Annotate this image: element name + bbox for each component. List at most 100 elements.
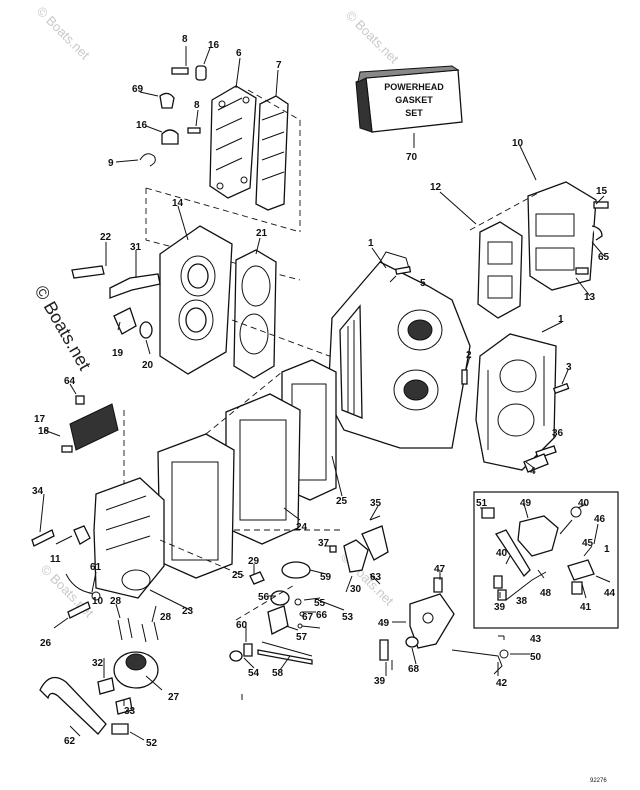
callout-53: 53 xyxy=(342,612,354,623)
center-lower-parts xyxy=(159,515,389,665)
callout-68: 68 xyxy=(408,664,420,675)
callout-10b: 10 xyxy=(92,596,104,607)
cylinder-block xyxy=(327,251,471,449)
callout-10: 10 xyxy=(512,138,524,149)
gasket-box-line2: GASKET xyxy=(395,95,433,105)
callout-18: 18 xyxy=(38,426,50,437)
callout-23: 23 xyxy=(182,606,194,617)
callout-56: 56 xyxy=(258,592,270,603)
callout-41: 41 xyxy=(580,602,592,613)
intake-group xyxy=(469,181,609,319)
callout-19: 19 xyxy=(112,348,124,359)
callout-64: 64 xyxy=(64,376,76,387)
left-small-parts xyxy=(61,395,125,490)
callout-12: 12 xyxy=(430,182,442,193)
callout-1b: 1 xyxy=(558,314,564,325)
callout-47: 47 xyxy=(434,564,446,575)
callout-70: 70 xyxy=(406,152,418,163)
callout-13: 13 xyxy=(584,292,596,303)
callout-40b: 40 xyxy=(496,548,508,559)
callout-42: 42 xyxy=(496,678,508,689)
callout-39b: 39 xyxy=(374,676,386,687)
callout-21: 21 xyxy=(256,228,268,239)
callout-61: 61 xyxy=(90,562,102,573)
callout-9: 9 xyxy=(108,158,114,169)
watermark-top-left: © Boats.net xyxy=(34,4,93,63)
crankcase-right xyxy=(475,333,570,473)
callout-57: 57 xyxy=(296,632,308,643)
callout-58: 58 xyxy=(272,668,284,679)
callout-51: 51 xyxy=(476,498,488,509)
callout-38: 38 xyxy=(516,596,528,607)
callout-46: 46 xyxy=(594,514,606,525)
callout-28b: 28 xyxy=(160,612,172,623)
callout-52: 52 xyxy=(146,738,158,749)
cover-27-group xyxy=(39,617,159,735)
callout-59: 59 xyxy=(320,572,332,583)
callout-16: 16 xyxy=(208,40,220,51)
callout-17: 17 xyxy=(34,414,46,425)
callout-7: 7 xyxy=(276,60,282,71)
callout-3: 3 xyxy=(566,362,572,373)
callout-20: 20 xyxy=(142,360,154,371)
callout-54: 54 xyxy=(248,668,260,679)
callout-40a: 40 xyxy=(578,498,590,509)
callout-2: 2 xyxy=(466,350,472,361)
callout-26: 26 xyxy=(40,638,52,649)
callout-1c: 1 xyxy=(604,544,610,555)
callout-63: 63 xyxy=(370,572,382,583)
gasket-set-box: POWERHEAD GASKET SET xyxy=(355,65,463,148)
callout-49b: 49 xyxy=(378,618,390,629)
inset-box xyxy=(473,491,619,629)
exhaust-plates xyxy=(93,359,340,599)
callout-37: 37 xyxy=(318,538,330,549)
callout-6: 6 xyxy=(236,48,242,59)
callout-22: 22 xyxy=(100,232,112,243)
watermark-left-main: © Boats.net xyxy=(31,282,95,374)
callout-8: 8 xyxy=(182,34,188,45)
lower-left-parts xyxy=(31,525,101,619)
callout-16b: 16 xyxy=(136,120,148,131)
callout-11: 11 xyxy=(50,554,61,565)
callout-25b: 25 xyxy=(232,570,244,581)
callout-55: 55 xyxy=(314,598,326,609)
cylinder-head-group xyxy=(71,225,341,379)
callout-36: 36 xyxy=(552,428,564,439)
callout-30: 30 xyxy=(350,584,362,595)
callout-1a: 1 xyxy=(368,238,374,249)
callout-62: 62 xyxy=(64,736,76,747)
watermark-top-right: © Boats.net xyxy=(343,8,402,67)
callout-35: 35 xyxy=(370,498,382,509)
gasket-box-line1: POWERHEAD xyxy=(384,82,444,92)
callout-29: 29 xyxy=(248,556,260,567)
leader-lines xyxy=(39,46,611,741)
callout-24: 24 xyxy=(296,522,308,533)
gasket-box-line3: SET xyxy=(405,108,423,118)
callout-27: 27 xyxy=(168,692,180,703)
callout-60: 60 xyxy=(236,620,248,631)
callout-4: 4 xyxy=(530,466,536,477)
callout-43: 43 xyxy=(530,634,542,645)
lower-right-parts xyxy=(379,577,509,675)
callout-44: 44 xyxy=(604,588,616,599)
callout-34: 34 xyxy=(32,486,44,497)
callout-65: 65 xyxy=(598,252,610,263)
callout-45: 45 xyxy=(582,538,594,549)
callout-28a: 28 xyxy=(110,596,122,607)
callout-33: 33 xyxy=(124,706,136,717)
callout-69: 69 xyxy=(132,84,144,95)
callout-14: 14 xyxy=(172,198,184,209)
callout-numbers: 8 16 6 7 69 8 16 9 70 10 15 12 14 21 22 … xyxy=(32,34,616,749)
callout-15: 15 xyxy=(596,186,608,197)
callout-39a: 39 xyxy=(494,602,506,613)
callout-66: 66 xyxy=(316,610,328,621)
callout-25a: 25 xyxy=(336,496,348,507)
callout-32: 32 xyxy=(92,658,104,669)
callout-50: 50 xyxy=(530,652,542,663)
callout-5: 5 xyxy=(420,278,426,289)
callout-49a: 49 xyxy=(520,498,532,509)
callout-67: 67 xyxy=(302,612,314,623)
callout-31: 31 xyxy=(130,242,142,253)
callout-8b: 8 xyxy=(194,100,200,111)
